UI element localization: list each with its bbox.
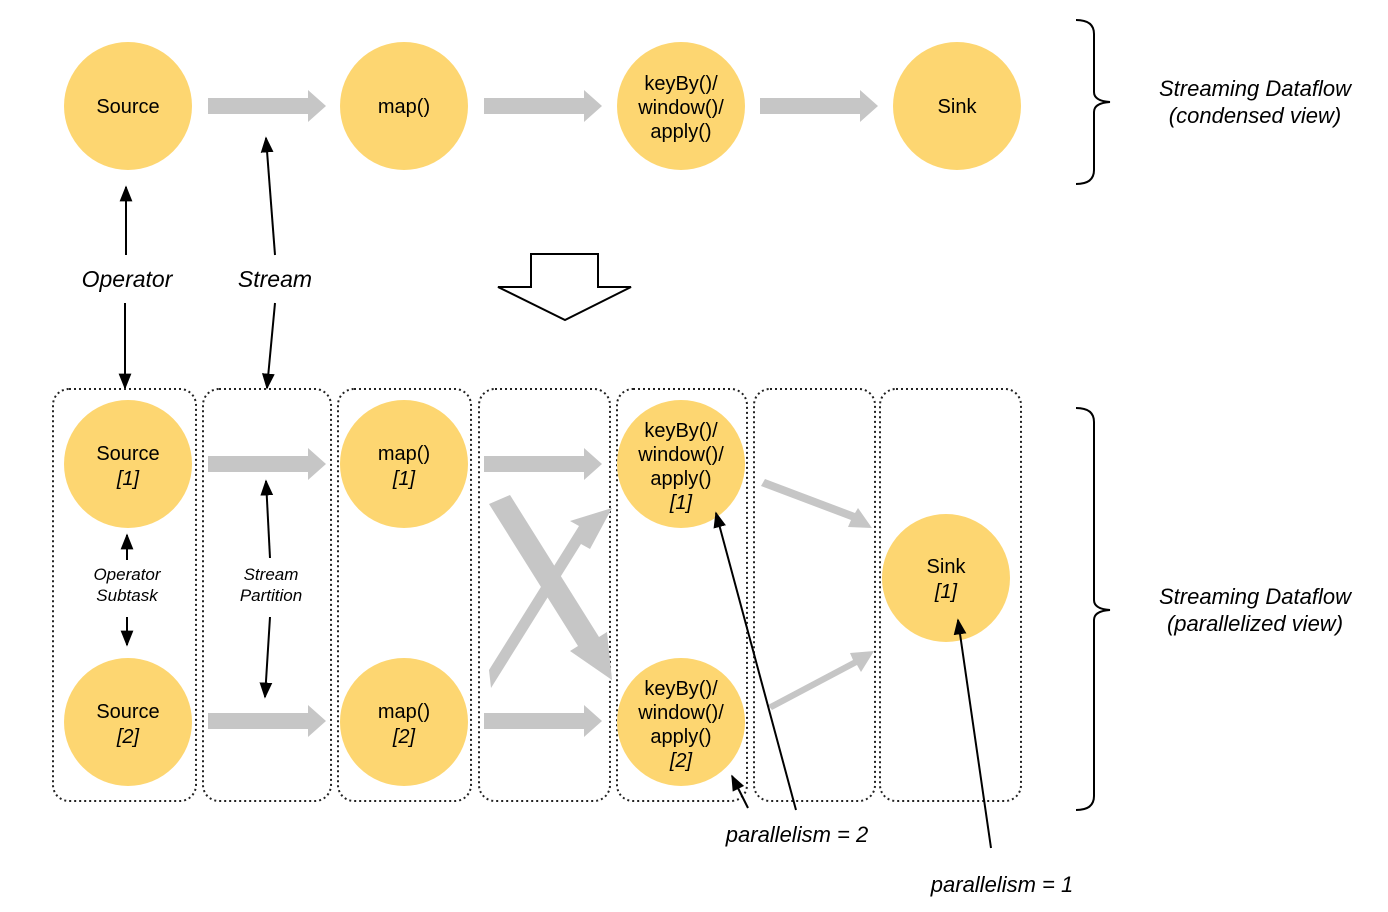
parallelism-1-label: parallelism = 1 — [930, 872, 1073, 897]
node-label: window()/ — [637, 97, 724, 119]
parallel-view-title: Streaming Dataflow — [1159, 584, 1353, 609]
shuffle-arrow — [489, 508, 612, 688]
stream-label: Stream — [238, 266, 312, 292]
condensed-stream-arrow — [760, 90, 878, 122]
node-label: apply() — [650, 121, 711, 143]
operator-subtask-label: Operator — [93, 565, 161, 584]
parallel-view-bracket — [1075, 407, 1111, 811]
stream-partition-label: Stream — [244, 565, 299, 584]
node-index: [2] — [669, 750, 693, 772]
node-label: keyBy()/ — [644, 73, 718, 95]
node-label: Source — [96, 96, 159, 118]
sink-subtask-1: Sink [1] — [882, 514, 1010, 642]
partition-arrow — [208, 705, 326, 737]
keyby-subtask-1: keyBy()/ window()/ apply() [1] — [617, 400, 745, 528]
parallel-view: Source [1] Source [2] map() [1] map() [2… — [52, 388, 1353, 897]
partition-arrow — [484, 705, 602, 737]
node-index: [1] — [392, 468, 416, 490]
map-subtask-1: map() [1] — [340, 400, 468, 528]
partition-arrow — [484, 448, 602, 480]
condensed-stream-arrow — [484, 90, 602, 122]
stream-group-box — [753, 388, 876, 802]
condensed-view-bracket — [1075, 19, 1111, 185]
stream-group-box — [202, 388, 332, 802]
node-label: window()/ — [637, 702, 724, 724]
node-label: Sink — [927, 556, 967, 578]
parallel-view-subtitle: (parallelized view) — [1167, 611, 1343, 636]
node-label: Source — [96, 701, 159, 723]
condensed-view: Source map() keyBy()/ window()/ apply() … — [64, 19, 1353, 185]
operator-subtask-annotation: Operator Subtask — [93, 533, 162, 647]
node-label: Source — [96, 443, 159, 465]
operator-annotation: Operator — [82, 185, 174, 390]
operator-group-box — [337, 388, 472, 802]
node-index: [1] — [669, 492, 693, 514]
keyby-subtask-2: keyBy()/ window()/ apply() [2] — [617, 658, 745, 786]
condensed-map-node: map() — [340, 42, 468, 170]
condensed-keyby-node: keyBy()/ window()/ apply() — [617, 42, 745, 170]
stream-annotation: Stream — [238, 136, 312, 390]
node-label: map() — [378, 701, 430, 723]
operator-label: Operator — [82, 266, 174, 292]
node-label: apply() — [650, 726, 711, 748]
stream-partition-annotation: Stream Partition — [240, 479, 302, 699]
node-label: map() — [378, 96, 430, 118]
condensed-sink-node: Sink — [893, 42, 1021, 170]
node-index: [2] — [392, 726, 416, 748]
source-subtask-1: Source [1] — [64, 400, 192, 528]
node-label: apply() — [650, 468, 711, 490]
node-label: keyBy()/ — [644, 420, 718, 442]
transform-arrow — [497, 253, 632, 322]
source-subtask-2: Source [2] — [64, 658, 192, 786]
node-index: [1] — [116, 468, 140, 490]
node-label: Sink — [938, 96, 978, 118]
parallelism-2-label: parallelism = 2 — [725, 822, 868, 847]
condensed-view-title: Streaming Dataflow — [1159, 76, 1353, 101]
condensed-source-node: Source — [64, 42, 192, 170]
parallelism-1-annotation: parallelism = 1 — [930, 618, 1073, 897]
operator-subtask-label: Subtask — [96, 586, 159, 605]
node-index: [1] — [934, 581, 958, 603]
partition-arrow — [768, 651, 874, 710]
parallelism-2-annotation: parallelism = 2 — [713, 511, 868, 847]
partition-arrow — [761, 479, 872, 528]
node-label: keyBy()/ — [644, 678, 718, 700]
node-label: window()/ — [637, 444, 724, 466]
operator-group-box — [616, 388, 748, 802]
node-index: [2] — [116, 726, 140, 748]
partition-arrow — [208, 448, 326, 480]
operator-group-box — [52, 388, 197, 802]
map-subtask-2: map() [2] — [340, 658, 468, 786]
condensed-stream-arrow — [208, 90, 326, 122]
node-label: map() — [378, 443, 430, 465]
condensed-view-subtitle: (condensed view) — [1169, 103, 1341, 128]
stream-partition-label: Partition — [240, 586, 302, 605]
